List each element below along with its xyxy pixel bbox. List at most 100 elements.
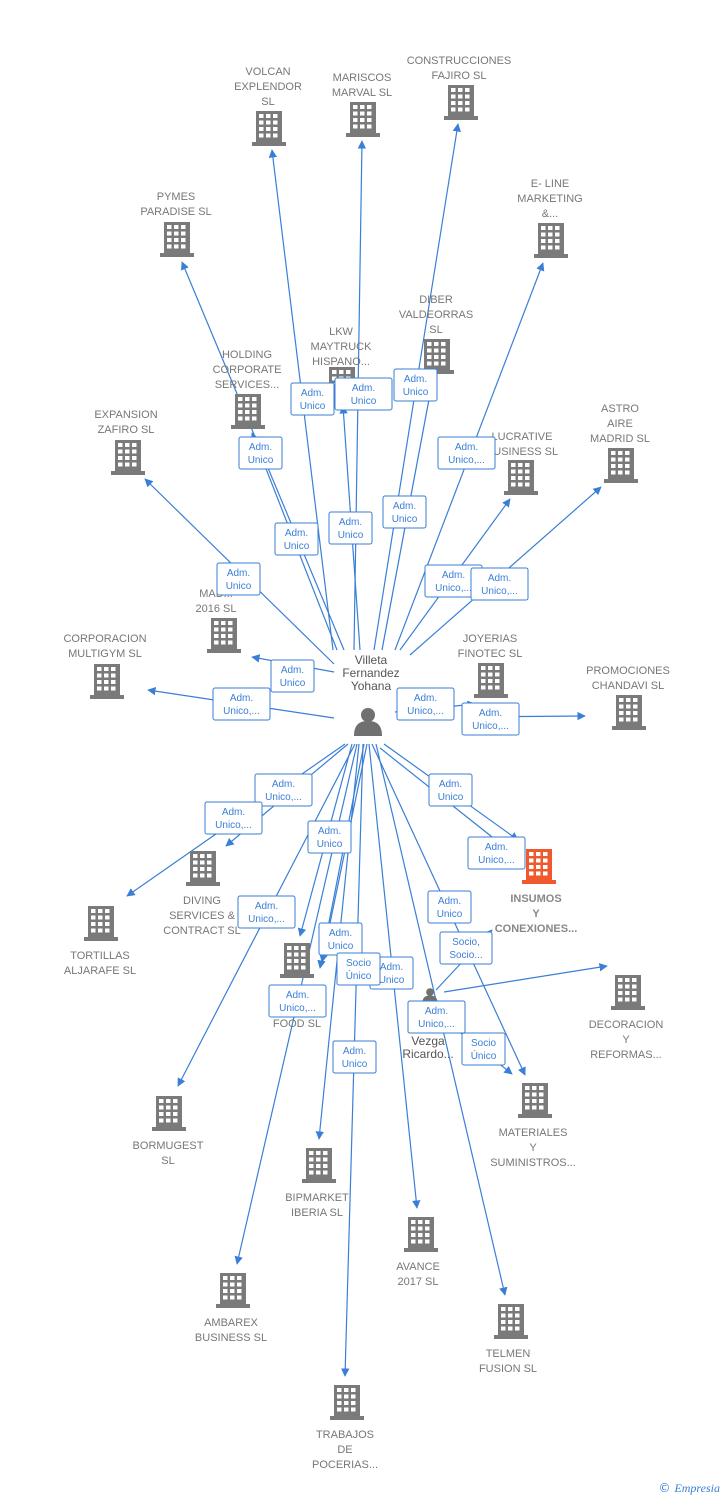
company-astro-label-line: AIRE bbox=[607, 418, 633, 430]
relation-tag-adm-unico[interactable]: Adm.Unico bbox=[270, 659, 315, 693]
company-bipmarket-icon[interactable] bbox=[302, 1148, 336, 1183]
relation-tag-line: Unico,... bbox=[215, 820, 252, 831]
company-telmen-icon[interactable] bbox=[494, 1304, 528, 1339]
relation-tag-line: Unico,... bbox=[248, 914, 285, 925]
relation-tag-line: Unico bbox=[317, 839, 343, 850]
relation-tag-adm-unico[interactable]: Adm.Unico bbox=[427, 890, 472, 924]
company-bormugest-icon[interactable] bbox=[152, 1096, 186, 1131]
company-materiales-label-line: MATERIALES bbox=[499, 1127, 568, 1139]
relation-tag-adm-unico[interactable]: Adm.Unico bbox=[216, 562, 261, 596]
company-astro-label-line: MADRID SL bbox=[590, 433, 650, 445]
relation-tag-adm-unico[interactable]: Adm. Unico,... bbox=[204, 801, 263, 835]
relation-tag-line: Unico bbox=[284, 541, 310, 552]
relation-tag-line: Unico bbox=[392, 514, 418, 525]
relation-tag-text: Adm.Unico,... bbox=[248, 901, 285, 925]
company-food-icon[interactable] bbox=[280, 943, 314, 978]
footer-brand[interactable]: ©Empresia bbox=[658, 1481, 720, 1496]
relation-tag-line: Adm. bbox=[286, 990, 309, 1001]
company-expansion-icon[interactable] bbox=[111, 440, 145, 475]
company-food-label-line: FOOD SL bbox=[273, 1018, 321, 1030]
relation-tag-text: Adm.Unico bbox=[317, 826, 343, 850]
company-lkw-label-line: LKW bbox=[329, 326, 353, 338]
relation-tag-adm-unico[interactable]: Adm.Unico bbox=[318, 922, 363, 956]
relation-tag-line: Unico,... bbox=[448, 455, 485, 466]
relation-tag-line: Adm. bbox=[227, 568, 250, 579]
relation-tag-adm-unico[interactable]: Adm.Unico bbox=[307, 820, 352, 854]
relation-tag-adm-unico[interactable]: Adm.Unico bbox=[393, 368, 438, 402]
company-mariscos-icon[interactable] bbox=[346, 102, 380, 137]
company-tortillas-label: TORTILLAS ALJARAFE SL bbox=[64, 950, 136, 977]
company-insumos-icon[interactable] bbox=[522, 849, 556, 884]
company-astro-icon[interactable] bbox=[604, 448, 638, 483]
company-volcan-label-line: VOLCAN bbox=[245, 66, 290, 78]
person-villeta-icon[interactable] bbox=[354, 708, 382, 736]
company-tortillas-label-line: TORTILLAS bbox=[70, 950, 130, 962]
relation-tag-adm-unico[interactable]: Adm.Unico,... bbox=[268, 984, 327, 1018]
company-decoracion-icon[interactable] bbox=[611, 975, 645, 1010]
relation-tag-adm-unico[interactable]: Adm.Unico bbox=[238, 436, 283, 470]
company-eline-label-line: &... bbox=[542, 208, 559, 220]
company-ambarex-icon[interactable] bbox=[216, 1273, 250, 1308]
relation-tag-line: Adm. bbox=[301, 388, 324, 399]
relation-tag-line: Adm. bbox=[485, 842, 508, 853]
relation-tag-adm-unico[interactable]: Adm.Unico,... bbox=[461, 702, 520, 736]
company-ambarex-label-line: AMBAREX bbox=[204, 1317, 258, 1329]
relation-tag-adm-unico[interactable]: Adm.Unico,... bbox=[407, 1000, 466, 1034]
person-villeta-label-line: Fernandez bbox=[342, 666, 399, 680]
company-avance-label-line: 2017 SL bbox=[398, 1276, 439, 1288]
company-eline-icon[interactable] bbox=[534, 223, 568, 258]
company-avance-icon[interactable] bbox=[404, 1217, 438, 1252]
relation-tag-text: Adm.Unico,... bbox=[418, 1006, 455, 1030]
relation-tag-text: Adm.Unico bbox=[437, 896, 463, 920]
relation-tag-adm-unico[interactable]: Adm.Unico,... bbox=[470, 567, 529, 601]
company-promociones-icon[interactable] bbox=[612, 695, 646, 730]
company-construcciones-icon[interactable] bbox=[444, 85, 478, 120]
company-madrid2016-icon[interactable] bbox=[207, 618, 241, 653]
company-diving-icon[interactable] bbox=[186, 851, 220, 886]
company-bipmarket-label-line: IBERIA SL bbox=[291, 1207, 343, 1219]
company-holding-icon[interactable] bbox=[231, 394, 265, 429]
relation-tag-adm-unico[interactable]: Adm.Unico,... bbox=[396, 687, 455, 721]
relation-tag-adm-unico[interactable]: Adm.Unico,... bbox=[212, 687, 271, 721]
company-volcan-icon[interactable] bbox=[252, 111, 286, 146]
relation-tag-adm-unico[interactable]: Adm. Unico,... bbox=[437, 436, 496, 470]
company-bormugest-label-line: BORMUGEST bbox=[133, 1140, 204, 1152]
relation-tag-text: Adm.Unico,... bbox=[407, 693, 444, 717]
relation-tag-adm-unico[interactable]: Adm.Unico bbox=[274, 522, 319, 556]
relation-tag-adm-unico[interactable]: Adm.Unico,... bbox=[237, 895, 296, 929]
company-trabajos-label-line: POCERIAS... bbox=[312, 1459, 378, 1471]
company-trabajos-icon[interactable] bbox=[330, 1385, 364, 1420]
relation-tag-adm-unico[interactable]: Adm.Unico bbox=[334, 377, 393, 411]
company-avance-label-line: AVANCE bbox=[396, 1261, 440, 1273]
relation-tag-line: Adm. bbox=[455, 442, 478, 453]
relation-tag-socio-socio[interactable]: Socio,Socio... bbox=[439, 931, 493, 965]
edge-vezga-to-decoracion bbox=[443, 963, 608, 993]
relation-tag-line: Adm. bbox=[222, 807, 245, 818]
company-joyerias-icon[interactable] bbox=[474, 663, 508, 698]
relation-tag-text: Adm.Unico bbox=[379, 962, 405, 986]
relation-tag-adm-unico[interactable]: Adm.Unico,... bbox=[254, 773, 313, 807]
company-pymes-icon[interactable] bbox=[160, 222, 194, 257]
relation-tag-adm-unico[interactable]: Adm.Unico bbox=[328, 511, 373, 545]
relation-tag-adm-unico[interactable]: Adm.Unico bbox=[290, 382, 335, 416]
relation-tag-adm-unico[interactable]: Adm.Unico,... bbox=[424, 564, 483, 598]
relation-tag-adm-unico[interactable]: Adm.Unico bbox=[428, 773, 473, 807]
company-lucrative-icon[interactable] bbox=[504, 460, 538, 495]
relation-tag-adm-unico[interactable]: Adm.Unico,... bbox=[467, 836, 526, 870]
relation-tag-line: Unico bbox=[351, 396, 377, 407]
person-vezga-label-line: Vezga bbox=[411, 1034, 445, 1048]
company-tortillas-label-line: ALJARAFE SL bbox=[64, 965, 136, 977]
person-villeta-label-line: Villeta bbox=[355, 653, 388, 667]
relation-tag-adm-unico[interactable]: Adm.Unico bbox=[382, 495, 427, 529]
company-tortillas-icon[interactable] bbox=[84, 906, 118, 941]
company-materiales-icon[interactable] bbox=[518, 1083, 552, 1118]
relation-tag-adm-unico[interactable]: Adm.Unico bbox=[332, 1040, 377, 1074]
company-corporacion-icon[interactable] bbox=[90, 664, 124, 699]
